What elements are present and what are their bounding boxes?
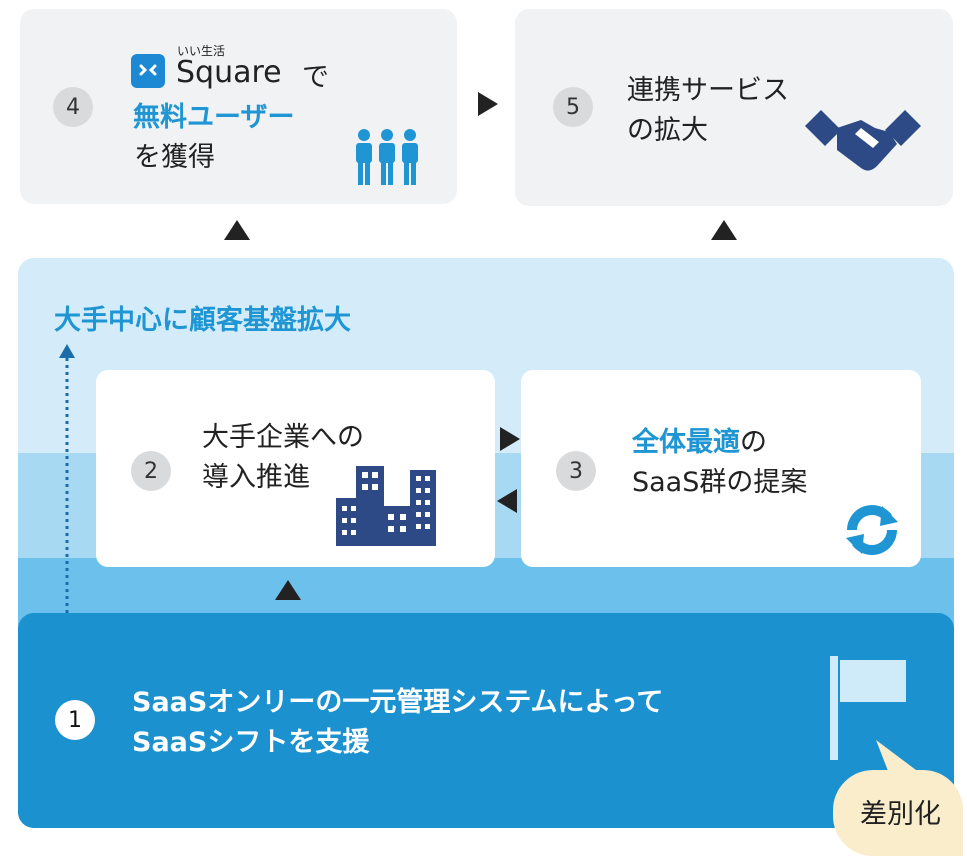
logo-name: Square [176,55,282,90]
panel-heading: 大手中心に顧客基盤拡大 [54,305,351,336]
flag-icon [826,656,912,766]
step3-line2: SaaS群の提案 [632,467,808,498]
step1-number: 1 [55,700,95,740]
step1-line2: SaaSシフトを支援 [132,727,370,758]
step3-line1: 全体最適の [632,425,767,461]
step2-line2: 導入推進 [202,462,310,493]
step4-line3: を獲得 [134,142,215,173]
step1-panel [18,613,954,828]
differentiation-label: 差別化 [860,799,941,830]
arrow-up-to-step5 [711,220,737,240]
arrow-up-to-step2 [275,580,301,600]
people-icon [352,127,422,191]
step5-line2: の拡大 [627,115,708,146]
differentiation-bubble [833,770,963,856]
step5-number: 5 [553,87,593,127]
step4-line2: 無料ユーザー [133,102,295,133]
handshake-icon [803,106,923,182]
step5-line1: 連携サービス [627,75,789,106]
step4-number: 4 [53,87,93,127]
logo-small-text: いい生活 [177,44,226,58]
arrow-right-4-to-5 [478,92,498,116]
arrow-up-to-step4 [224,220,250,240]
step1-line1: SaaSオンリーの一元管理システムによって [132,687,664,718]
step3-number: 3 [556,451,596,491]
dotted-up-arrow [58,344,76,620]
refresh-icon [842,500,902,564]
step3-line1-accent: 全体最適 [632,427,740,458]
buildings-icon [334,462,438,550]
step2-number: 2 [131,451,171,491]
step4-line1-suffix: で [302,62,329,93]
arrow-right-2-to-3 [500,427,520,451]
step2-line1: 大手企業への [202,422,364,453]
arrow-left-3-to-2 [497,489,517,513]
square-logo-icon [131,54,165,88]
step3-line1-suffix: の [740,427,767,458]
bubble-tail [876,740,916,784]
